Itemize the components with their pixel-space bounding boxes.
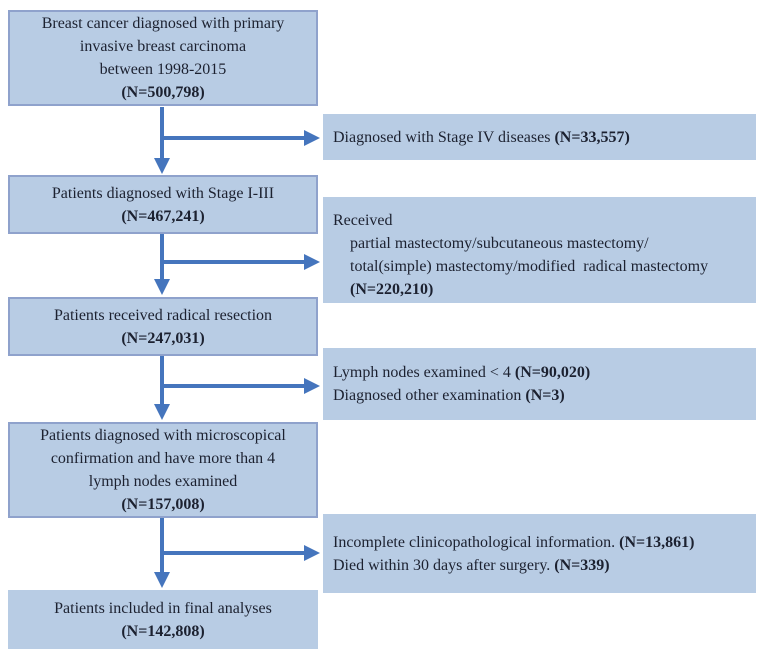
exclusion-count: (N=13,861) (619, 533, 695, 551)
exclusion-count: (N=33,557) (554, 128, 630, 146)
exclusion-line: partial mastectomy/subcutaneous mastecto… (333, 232, 756, 255)
flow-box-text: Patients received radical resection (53, 306, 273, 324)
flow-box-count: (N=500,798) (121, 84, 205, 101)
exclusion-line: (N=220,210) (333, 278, 756, 301)
exclusion-line: Diagnosed other examination (N=3) (333, 384, 756, 407)
exclusion-count: (N=3) (525, 387, 565, 404)
exclusion-text: Diagnosed other examination (333, 387, 526, 404)
flow-box-text: confirmation and have more than 4 (50, 450, 276, 467)
flow-box-microscopical-confirmation: Patients diagnosed with microscopical co… (8, 422, 318, 518)
flow-box-text: invasive breast carcinoma (79, 38, 247, 55)
flow-box-text: Patients included in final analyses (54, 599, 272, 617)
exclusion-text: Incomplete clinicopathological informati… (333, 533, 620, 551)
exclusion-text: Diagnosed with Stage IV diseases (333, 128, 555, 146)
flow-box-radical-resection: Patients received radical resection (N=2… (8, 297, 318, 356)
exclusion-box-lymph-nodes: Lymph nodes examined < 4 (N=90,020) Diag… (323, 348, 756, 420)
exclusion-text: Received (333, 212, 393, 229)
flow-box-text: lymph nodes examined (88, 473, 238, 490)
exclusion-line: Diagnosed with Stage IV diseases (N=33,5… (333, 126, 756, 149)
flow-box-count: (N=467,241) (121, 207, 205, 225)
exclusion-count: (N=220,210) (350, 281, 434, 298)
exclusion-box-stage-iv: Diagnosed with Stage IV diseases (N=33,5… (323, 114, 756, 160)
exclusion-text: partial mastectomy/subcutaneous mastecto… (350, 235, 649, 252)
exclusion-box-mastectomy: Received partial mastectomy/subcutaneous… (323, 197, 756, 303)
flow-box-count: (N=247,031) (121, 329, 205, 347)
flow-box-text: Breast cancer diagnosed with primary (41, 15, 285, 32)
exclusion-line: Incomplete clinicopathological informati… (333, 531, 756, 554)
flow-box-text: between 1998-2015 (99, 61, 227, 78)
flow-box-count: (N=157,008) (121, 496, 205, 513)
exclusion-count: (N=90,020) (514, 364, 591, 381)
exclusion-box-incomplete-info: Incomplete clinicopathological informati… (323, 514, 756, 593)
exclusion-text: Died within 30 days after surgery. (333, 556, 555, 574)
exclusion-line: Lymph nodes examined < 4 (N=90,020) (333, 361, 756, 384)
exclusion-line: total(simple) mastectomy/modified radica… (333, 255, 756, 278)
exclusion-line: Received (333, 209, 756, 232)
flow-box-final-analyses: Patients included in final analyses (N=1… (8, 590, 318, 649)
exclusion-text: Lymph nodes examined < 4 (333, 364, 515, 381)
exclusion-line: Died within 30 days after surgery. (N=33… (333, 554, 756, 577)
flow-box-stage-i-iii: Patients diagnosed with Stage I-III (N=4… (8, 175, 318, 234)
flow-box-initial-cohort: Breast cancer diagnosed with primary inv… (8, 10, 318, 106)
flow-box-text: Patients diagnosed with Stage I-III (51, 184, 275, 202)
exclusion-count: (N=339) (554, 556, 610, 574)
exclusion-text: total(simple) mastectomy/modified radica… (350, 258, 709, 275)
flow-box-text: Patients diagnosed with microscopical (40, 427, 286, 444)
flow-box-count: (N=142,808) (121, 622, 205, 640)
